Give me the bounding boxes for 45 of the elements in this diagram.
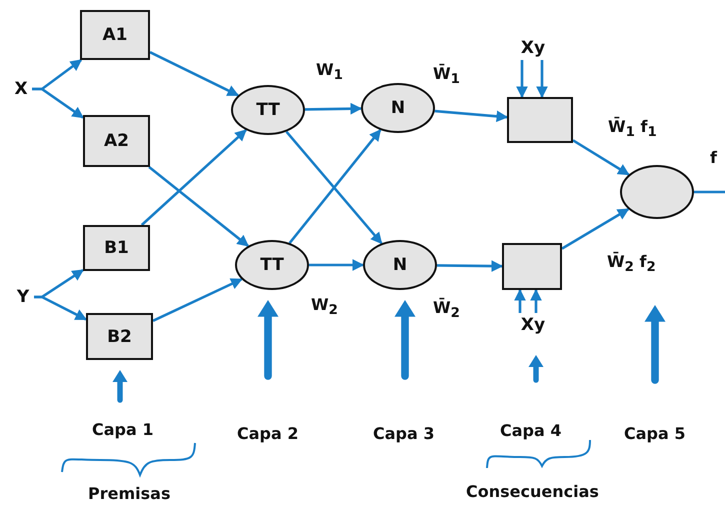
layer-label: Capa 3 — [373, 424, 434, 443]
arrow — [572, 139, 630, 176]
arrow — [32, 88, 84, 119]
arrow — [148, 166, 249, 247]
arrow — [309, 259, 364, 271]
layer-node: N — [361, 83, 435, 133]
consequent-box — [502, 243, 562, 290]
layer-label: Capa 5 — [624, 424, 686, 443]
arrow — [530, 288, 542, 313]
arrow — [514, 288, 526, 313]
output-label: W̄$_{1}$ f$_{1}$ — [608, 117, 657, 140]
group-label: Premisas — [88, 484, 170, 503]
input-label: Y — [12, 285, 34, 309]
weight-label: W̄$_{2}$ — [433, 298, 460, 322]
layer-label: Capa 1 — [92, 420, 154, 439]
arrow — [140, 129, 247, 226]
membership-box: B2 — [86, 313, 153, 360]
output-label: W̄$_{2}$ f$_{2}$ — [607, 252, 656, 276]
group-label: Consecuencias — [466, 482, 599, 501]
arrow — [149, 50, 240, 96]
arrow — [536, 60, 548, 98]
arrow — [434, 110, 508, 122]
arrow — [34, 296, 88, 321]
membership-box: A2 — [83, 115, 150, 167]
membership-box: A1 — [80, 10, 150, 60]
arrow — [304, 102, 362, 115]
arrow — [561, 208, 630, 250]
weight-label: W̄$_{1}$ — [433, 64, 460, 88]
output-label: f — [710, 148, 717, 167]
arrow — [516, 60, 528, 98]
input-label: Xy — [516, 313, 550, 337]
weight-label: W$_{1}$ — [316, 60, 343, 84]
membership-box: B1 — [83, 225, 150, 271]
layer-label: Capa 2 — [237, 424, 298, 443]
consequent-box — [507, 97, 573, 143]
arrow — [436, 260, 504, 272]
input-label: Xy — [516, 36, 550, 60]
layer-node: N — [363, 240, 437, 290]
weight-label: W$_{2}$ — [311, 295, 338, 318]
sum-node — [620, 165, 694, 219]
layer-node: TT — [231, 85, 305, 135]
layer-label: Capa 4 — [500, 421, 562, 440]
arrow — [152, 278, 243, 322]
layer-node: TT — [235, 240, 309, 290]
input-label: X — [10, 77, 32, 101]
